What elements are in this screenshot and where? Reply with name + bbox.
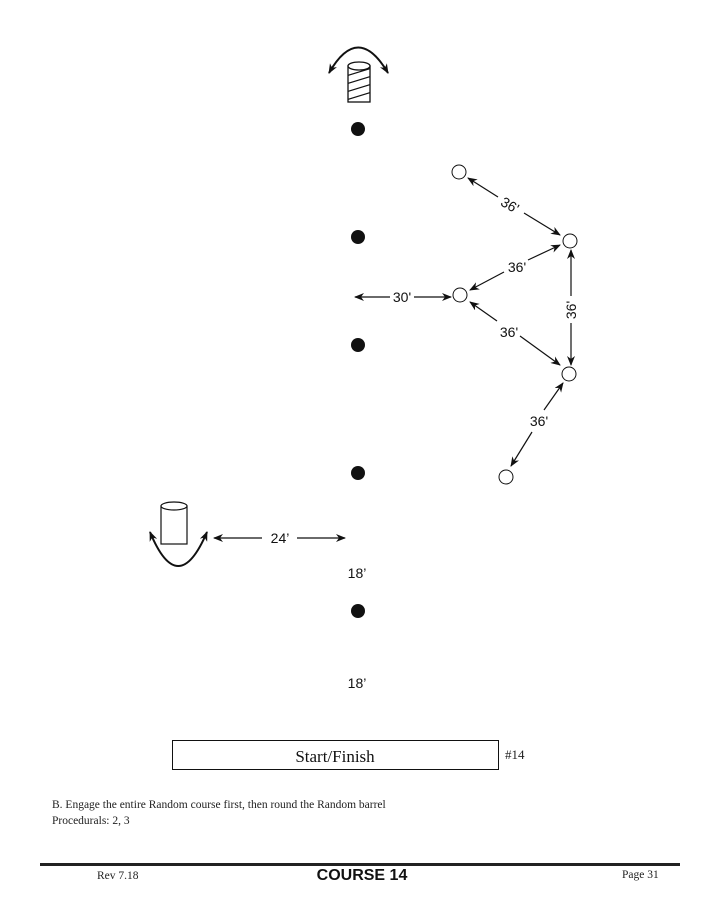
start-finish-label: Start/Finish — [295, 747, 375, 766]
cone-dot — [351, 122, 365, 136]
random-cone — [451, 164, 467, 180]
random-cone — [498, 469, 514, 485]
barrel-icon — [160, 501, 188, 545]
cone-dot — [351, 338, 365, 352]
start-finish-box — [172, 740, 499, 770]
footer-title: COURSE 14 — [316, 867, 408, 884]
distance-label: 24’ — [271, 530, 290, 546]
random-barrel-icon — [347, 61, 371, 103]
cone-dot — [351, 230, 365, 244]
distance-label: 18’ — [348, 565, 367, 581]
random-cone — [561, 366, 577, 382]
distance-label: 18’ — [348, 675, 367, 691]
footer-divider — [40, 863, 680, 866]
distance-label: 30' — [393, 289, 411, 305]
footer-revision: Rev 7.18 — [97, 870, 139, 882]
random-cones — [451, 164, 578, 485]
cone-markers — [351, 122, 365, 618]
distance-label: 36' — [563, 301, 579, 319]
random-cone — [562, 233, 578, 249]
distance-label: 36' — [508, 259, 526, 275]
instruction-text: B. Engage the entire Random course first… — [52, 799, 386, 811]
cone-dot — [351, 604, 365, 618]
dimension-arrows — [213, 177, 575, 542]
cone-dot — [351, 466, 365, 480]
random-cone — [452, 287, 468, 303]
distance-label: 36' — [530, 413, 548, 429]
distance-label: 36' — [498, 194, 522, 217]
procedurals-text: Procedurals: 2, 3 — [52, 815, 130, 827]
footer-page-number: Page 31 — [622, 869, 659, 881]
turn-arrow-icon — [328, 46, 389, 74]
turn-arrow-icon — [149, 531, 208, 567]
distance-label: 36' — [500, 324, 518, 340]
course-number: #14 — [505, 747, 525, 762]
